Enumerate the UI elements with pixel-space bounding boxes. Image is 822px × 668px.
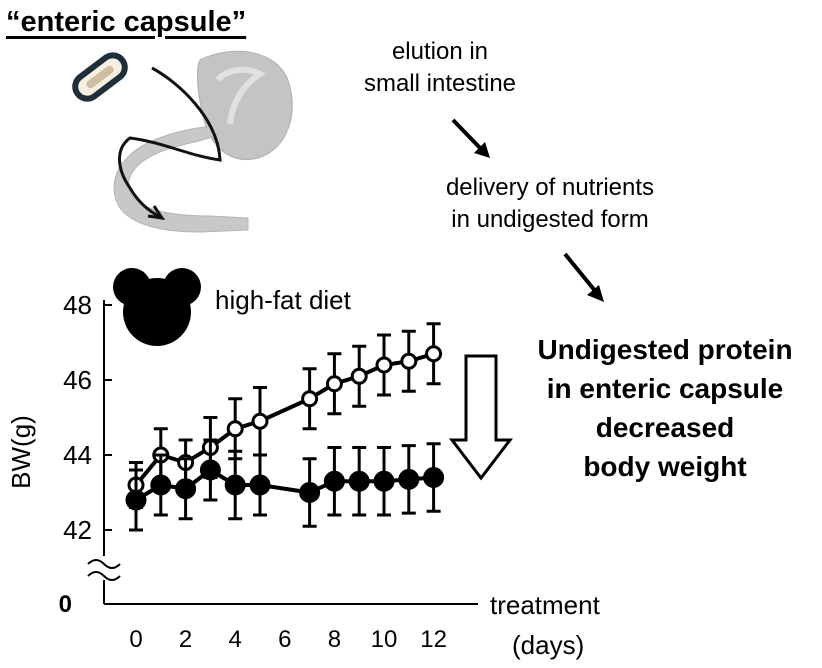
- down-arrow-icon: [448, 354, 514, 481]
- x-axis-unit: (days): [512, 630, 584, 660]
- data-point: [199, 459, 221, 481]
- y-tick-label: 44: [63, 440, 92, 470]
- data-point: [423, 467, 445, 488]
- step-elution-line1: elution in: [391, 38, 489, 65]
- illustration: [72, 50, 293, 233]
- conclusion-line1: Undigested protein: [537, 334, 793, 365]
- data-point: [226, 420, 244, 438]
- x-axis-label: treatment: [490, 590, 601, 620]
- conclusion-text: Undigested protein in enteric capsule de…: [510, 330, 820, 486]
- step-elution-line2: small intestine: [363, 70, 517, 97]
- y-tick-label: 46: [63, 365, 92, 395]
- data-point: [299, 482, 321, 503]
- axis-break-icon: [87, 556, 121, 581]
- series-2: [125, 438, 445, 532]
- data-point: [325, 375, 343, 393]
- capsule-path-arrow: [118, 66, 222, 220]
- data-point: [373, 470, 395, 492]
- stomach-icon: [113, 50, 293, 233]
- x-tick-label: 0: [129, 626, 142, 653]
- data-point: [400, 352, 418, 370]
- conclusion-line4: body weight: [583, 451, 747, 482]
- data-point: [425, 345, 443, 363]
- x-tick-label: 12: [420, 626, 447, 653]
- data-point: [249, 474, 271, 496]
- data-point: [323, 470, 345, 492]
- data-point: [175, 478, 197, 500]
- data-point: [398, 468, 420, 490]
- x-tick-label: 6: [278, 626, 291, 653]
- y-tick-label: 48: [63, 290, 92, 320]
- x-tick-label: 8: [328, 626, 341, 653]
- x-tick-label: 10: [371, 626, 398, 653]
- conclusion-line2: in enteric capsule: [546, 373, 784, 404]
- capsule-icon: [72, 52, 128, 102]
- data-point: [150, 474, 172, 496]
- y-axis-label: BW(g): [6, 415, 36, 489]
- data-point: [350, 367, 368, 385]
- step-delivery-line2: in undigested form: [451, 206, 649, 233]
- y-break-label: 0: [59, 591, 72, 618]
- conclusion-line3: decreased: [595, 412, 735, 443]
- step-delivery-line1: delivery of nutrients: [445, 174, 655, 201]
- data-point: [301, 390, 319, 408]
- x-tick-label: 4: [229, 626, 242, 653]
- step-delivery: delivery of nutrients in undigested form: [405, 172, 695, 236]
- x-tick-label: 2: [179, 626, 192, 653]
- data-point: [125, 489, 147, 511]
- step-elution: elution in small intestine: [345, 36, 535, 100]
- data-point: [348, 470, 370, 492]
- data-point: [375, 356, 393, 374]
- mouse-label: high-fat diet: [215, 285, 352, 315]
- data-point: [224, 474, 246, 496]
- series-1: [127, 322, 443, 509]
- diagram-title: “enteric capsule”: [6, 6, 247, 38]
- y-tick-label: 42: [63, 515, 92, 545]
- mouse-icon: [113, 268, 201, 346]
- data-point: [251, 412, 269, 430]
